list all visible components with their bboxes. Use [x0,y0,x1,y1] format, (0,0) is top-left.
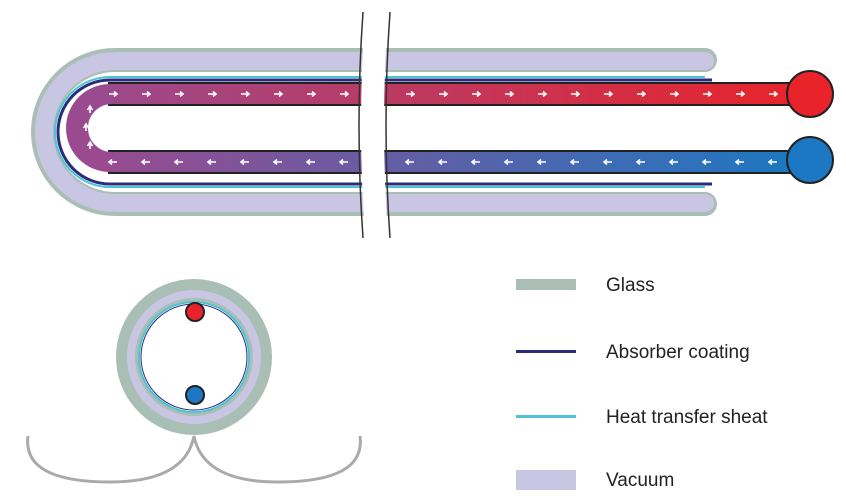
flow-arrow-right [505,90,515,98]
flow-arrow-right [406,90,416,98]
flow-arrow-left [701,158,711,166]
flow-arrow-left [239,158,249,166]
break-gap [361,14,388,236]
flow-arrow-left [536,158,546,166]
flow-arrow-right [109,90,119,98]
flow-arrow-right [538,90,548,98]
flow-arrow-left [602,158,612,166]
cross-section-hot-pipe [185,302,205,322]
flow-arrow-left [503,158,513,166]
legend-swatch-glass [516,279,576,290]
flow-arrow-right [571,90,581,98]
flow-arrow-right [340,90,350,98]
longitudinal-view [31,11,834,239]
flow-arrow-left [668,158,678,166]
vacuum-layer [35,52,714,212]
flow-arrow-right [769,90,779,98]
legend-label-vacuum: Vacuum [606,470,674,491]
flow-arrow-right [472,90,482,98]
absorber-coating-line [56,78,712,186]
flow-arrow-left [437,158,447,166]
flow-arrow-right [439,90,449,98]
flow-arrow-left [338,158,348,166]
reflector [26,435,362,484]
flow-arrow-right [208,90,218,98]
flow-arrow-right [637,90,647,98]
cross-section-heat-sheath [138,301,250,413]
cross-section-cold-pipe [185,385,205,405]
flow-arrow-left [173,158,183,166]
flow-arrow-left [140,158,150,166]
flow-arrow-bend [86,104,94,113]
flow-arrows [82,90,779,166]
flow-arrow-right [274,90,284,98]
flow-arrow-left [569,158,579,166]
flow-arrow-right [604,90,614,98]
hot-port-icon [786,70,834,118]
flow-arrow-right [736,90,746,98]
u-pipe-bend-fill [68,84,113,172]
legend-swatch-heat-transfer [516,415,576,418]
flow-arrow-right [241,90,251,98]
heat-transfer-sheath-line [54,76,705,188]
flow-arrow-right [703,90,713,98]
flow-arrow-right [142,90,152,98]
legend-label-absorber: Absorber coating [606,342,750,363]
flow-arrow-left [305,158,315,166]
flow-arrow-bend [82,122,90,131]
flow-arrow-right [307,90,317,98]
flow-arrow-left [767,158,777,166]
flow-arrow-left [734,158,744,166]
legend-swatch-vacuum [516,470,576,490]
cold-port-icon [786,136,834,184]
flow-arrow-left [272,158,282,166]
cross-section-view [26,279,362,484]
flow-arrow-left [206,158,216,166]
break-symbol [358,11,391,239]
flow-arrow-left [470,158,480,166]
flow-arrow-left [404,158,414,166]
flow-arrow-left [107,158,117,166]
legend-label-heat-transfer: Heat transfer sheat [606,407,768,428]
legend-swatch-absorber [516,350,576,353]
legend-label-glass: Glass [606,275,655,296]
flow-arrow-bend [86,140,94,149]
flow-arrow-left [635,158,645,166]
flow-arrow-right [670,90,680,98]
legend: Glass Absorber coating Heat transfer she… [516,275,768,491]
flow-arrow-right [175,90,185,98]
